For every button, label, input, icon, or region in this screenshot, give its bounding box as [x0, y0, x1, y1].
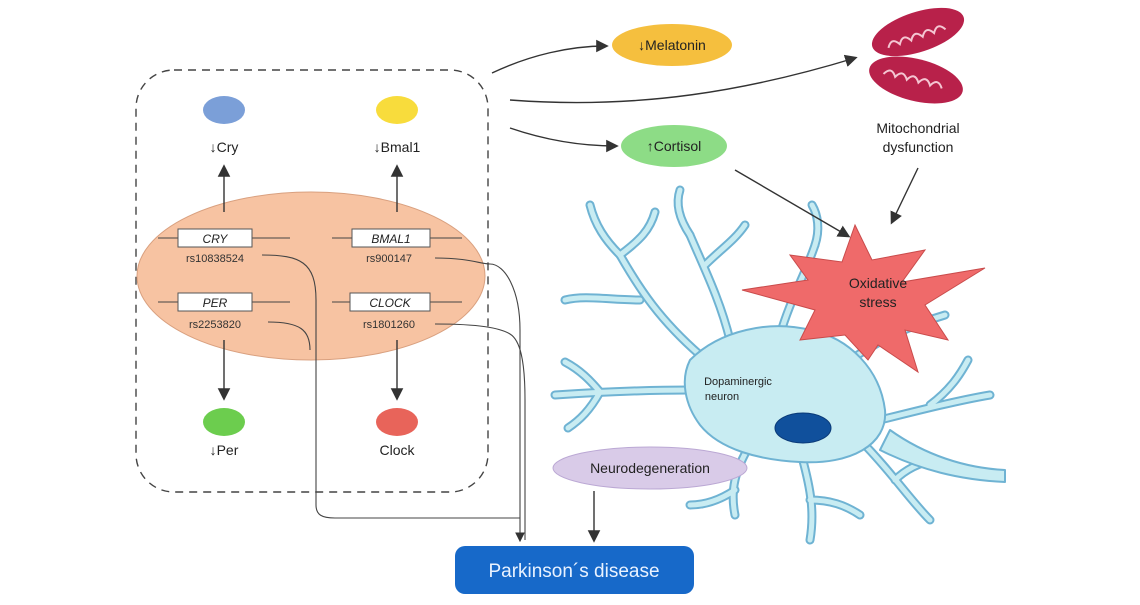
- arrow-to-melatonin: [491, 39, 609, 74]
- bmal1-circle: [376, 96, 418, 124]
- connector-clock: [434, 323, 526, 540]
- neuron-label-line2: neuron: [705, 391, 739, 403]
- connector-per: [267, 321, 311, 351]
- neuron-nucleus: [774, 412, 832, 444]
- cry-circle: [203, 96, 245, 124]
- mitochondria-icon: [869, 7, 965, 104]
- melatonin-label: ↓Melatonin: [638, 37, 706, 53]
- per-circle: [203, 408, 245, 436]
- cry-gene-box: [177, 228, 253, 248]
- mitochondrial-label-line1: Mitochondrial: [876, 120, 959, 136]
- connector-bmal1: [434, 257, 525, 543]
- per-gene-label: PER: [203, 296, 228, 310]
- bmal1-snp-label: rs900147: [366, 253, 412, 265]
- mitochondrial-label-line2: dysfunction: [883, 139, 954, 155]
- cortisol-label: ↑Cortisol: [647, 138, 701, 154]
- neurodegeneration-oval: [552, 446, 748, 490]
- melatonin-oval: [612, 24, 732, 66]
- arrow-cortisol-to-stress: [734, 169, 851, 238]
- neuron-label-line1: Dopaminergic: [704, 376, 772, 388]
- arrow-mitochondria-to-stress: [890, 167, 919, 225]
- clock-output-label: Clock: [379, 442, 415, 458]
- arrow-to-mitochondria: [509, 54, 858, 104]
- arrow-to-cortisol: [509, 127, 619, 153]
- parkinsons-disease-box: [455, 546, 694, 594]
- neurodegeneration-label: Neurodegeneration: [590, 460, 710, 476]
- per-snp-label: rs2253820: [189, 319, 241, 331]
- dopaminergic-neuron: [550, 185, 1006, 545]
- bmal1-gene-box: [351, 228, 431, 248]
- per-gene-box: [177, 292, 253, 312]
- parkinsons-disease-label: Parkinson´s disease: [488, 561, 659, 582]
- clock-gene-box: [135, 69, 489, 493]
- cry-output-label: ↓Cry: [210, 139, 239, 155]
- oxidative-stress-line2: stress: [859, 294, 896, 310]
- per-output-label: ↓Per: [210, 442, 239, 458]
- bmal1-output-label: ↓Bmal1: [374, 139, 421, 155]
- oxidative-stress-line1: Oxidative: [849, 275, 908, 291]
- clock-gene-box-label: [349, 292, 431, 312]
- bmal1-gene-label: BMAL1: [371, 232, 410, 246]
- clock-snp-label: rs1801260: [363, 319, 415, 331]
- connector-cry: [261, 254, 520, 519]
- clock-circle: [376, 408, 418, 436]
- clock-gene-label: CLOCK: [369, 296, 411, 310]
- oxidative-stress-star: [741, 223, 986, 374]
- cry-gene-label: CRY: [203, 232, 229, 246]
- cortisol-oval: [621, 125, 727, 167]
- cry-snp-label: rs10838524: [186, 253, 244, 265]
- gene-cluster-blob: [136, 191, 486, 361]
